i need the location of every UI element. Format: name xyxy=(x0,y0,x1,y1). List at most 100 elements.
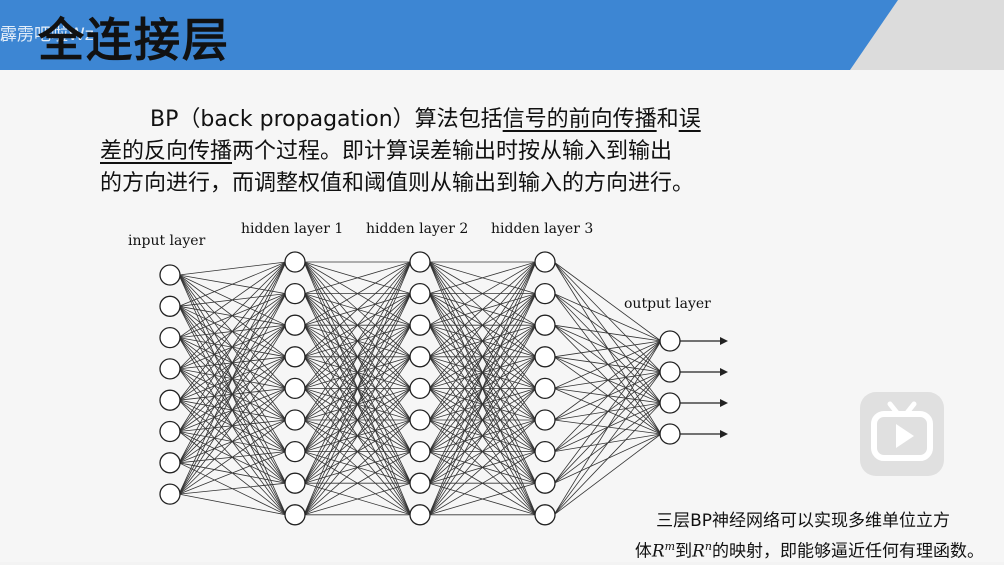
connection-edge xyxy=(303,293,412,515)
connection-edge xyxy=(428,261,537,326)
connection-edge xyxy=(303,388,412,516)
connection-edge xyxy=(553,433,662,516)
connection-edge xyxy=(553,340,662,389)
connection-edge xyxy=(428,261,537,421)
text-segment: 到 xyxy=(675,541,693,562)
underlined-term-forward: 信号的前向传播 xyxy=(502,107,657,132)
layer-label: hidden layer 3 xyxy=(491,221,593,237)
neuron-node xyxy=(284,377,306,400)
connection-edge xyxy=(303,261,412,358)
connection-edge xyxy=(178,293,287,495)
connection-edge xyxy=(178,261,287,495)
text-segment: 两个过程。即计算误差输出时按从输入到输出 xyxy=(232,139,673,164)
connection-edge xyxy=(178,261,287,401)
neuron-node xyxy=(284,251,306,273)
output-arrow-head xyxy=(720,399,728,407)
connection-edge xyxy=(428,356,537,516)
connection-edge xyxy=(178,451,287,495)
text-segment: 体 xyxy=(634,541,652,562)
connection-edge xyxy=(428,388,537,516)
neuron-node xyxy=(284,282,306,305)
neuron-node xyxy=(284,440,306,463)
connection-edge xyxy=(428,261,537,515)
connection-edge xyxy=(553,402,662,516)
neuron-node xyxy=(284,472,306,494)
connection-edge xyxy=(303,261,412,484)
neuron-node xyxy=(159,264,181,286)
neuron-node xyxy=(159,452,181,474)
neuron-node xyxy=(534,472,556,494)
layer-label: output layer xyxy=(624,296,711,312)
connection-edge xyxy=(553,340,662,516)
network-edges xyxy=(178,261,662,516)
neuron-node xyxy=(659,423,681,445)
connection-edge xyxy=(178,356,287,495)
math-sup-n: n xyxy=(704,540,712,553)
connection-edge xyxy=(303,261,412,452)
connection-edge xyxy=(178,261,287,307)
connection-edge xyxy=(428,451,537,516)
connection-edge xyxy=(428,261,537,452)
play-button[interactable] xyxy=(860,392,944,476)
output-arrow-head xyxy=(720,337,728,345)
neuron-node xyxy=(534,282,556,305)
connection-edge xyxy=(178,261,287,432)
neuron-node xyxy=(159,420,181,443)
connection-edge xyxy=(428,261,537,294)
connection-edge xyxy=(553,371,662,516)
header-blue-band xyxy=(0,0,898,70)
connection-edge xyxy=(178,261,287,276)
neuron-node xyxy=(159,326,181,349)
header-bar xyxy=(0,0,1004,70)
connection-edge xyxy=(553,324,662,342)
neuron-node xyxy=(284,409,306,431)
neuron-node xyxy=(409,472,431,494)
connection-edge xyxy=(428,261,537,358)
underlined-term-backward-start: 误 xyxy=(678,107,701,132)
neuron-node xyxy=(534,346,556,368)
text-segment: BP（back propagation）算法包括 xyxy=(150,107,503,132)
neuron-node xyxy=(159,483,181,505)
connection-edge xyxy=(303,451,412,516)
layer-label: hidden layer 2 xyxy=(366,221,468,237)
connection-edge xyxy=(303,419,412,516)
neuron-node xyxy=(409,440,431,463)
neuron-node xyxy=(659,392,681,414)
connection-edge xyxy=(553,340,662,358)
connection-edge xyxy=(178,261,287,370)
connection-edge xyxy=(303,356,412,516)
neuron-node xyxy=(659,330,681,352)
connection-edge xyxy=(428,325,537,515)
neuron-node xyxy=(409,314,431,336)
network-nodes xyxy=(159,251,681,526)
connection-edge xyxy=(553,340,662,421)
neuron-node xyxy=(534,504,556,526)
neuron-node xyxy=(409,504,431,526)
slide-title: 全连接层 xyxy=(38,13,230,67)
neuron-node xyxy=(534,409,556,431)
connection-edge xyxy=(428,419,537,516)
connection-edge xyxy=(178,482,287,495)
neuron-node xyxy=(534,377,556,400)
output-arrow-head xyxy=(720,368,728,376)
bp-description: BP（back propagation）算法包括信号的前向传播和误 差的反向传播… xyxy=(100,104,800,200)
connection-edge xyxy=(178,388,287,495)
connection-edge xyxy=(303,261,412,326)
neuron-node xyxy=(534,314,556,336)
text-segment: 和 xyxy=(656,107,679,132)
play-icon xyxy=(871,401,933,461)
neuron-node xyxy=(409,251,431,273)
neuron-node xyxy=(659,361,681,383)
connection-edge xyxy=(428,482,537,516)
connection-edge xyxy=(303,325,412,515)
connection-edge xyxy=(553,293,662,342)
math-var-r: R xyxy=(651,541,665,562)
paragraph-line-2: 差的反向传播两个过程。即计算误差输出时按从输入到输出 xyxy=(100,136,800,168)
neuron-node xyxy=(159,358,181,380)
caption-line-1: 三层BP神经网络可以实现多维单位立方 xyxy=(656,511,950,531)
neuron-node xyxy=(409,377,431,400)
paragraph-line-1: BP（back propagation）算法包括信号的前向传播和误 xyxy=(100,104,800,136)
connection-edge xyxy=(553,261,662,342)
underlined-term-backward-end: 差的反向传播 xyxy=(100,139,233,164)
